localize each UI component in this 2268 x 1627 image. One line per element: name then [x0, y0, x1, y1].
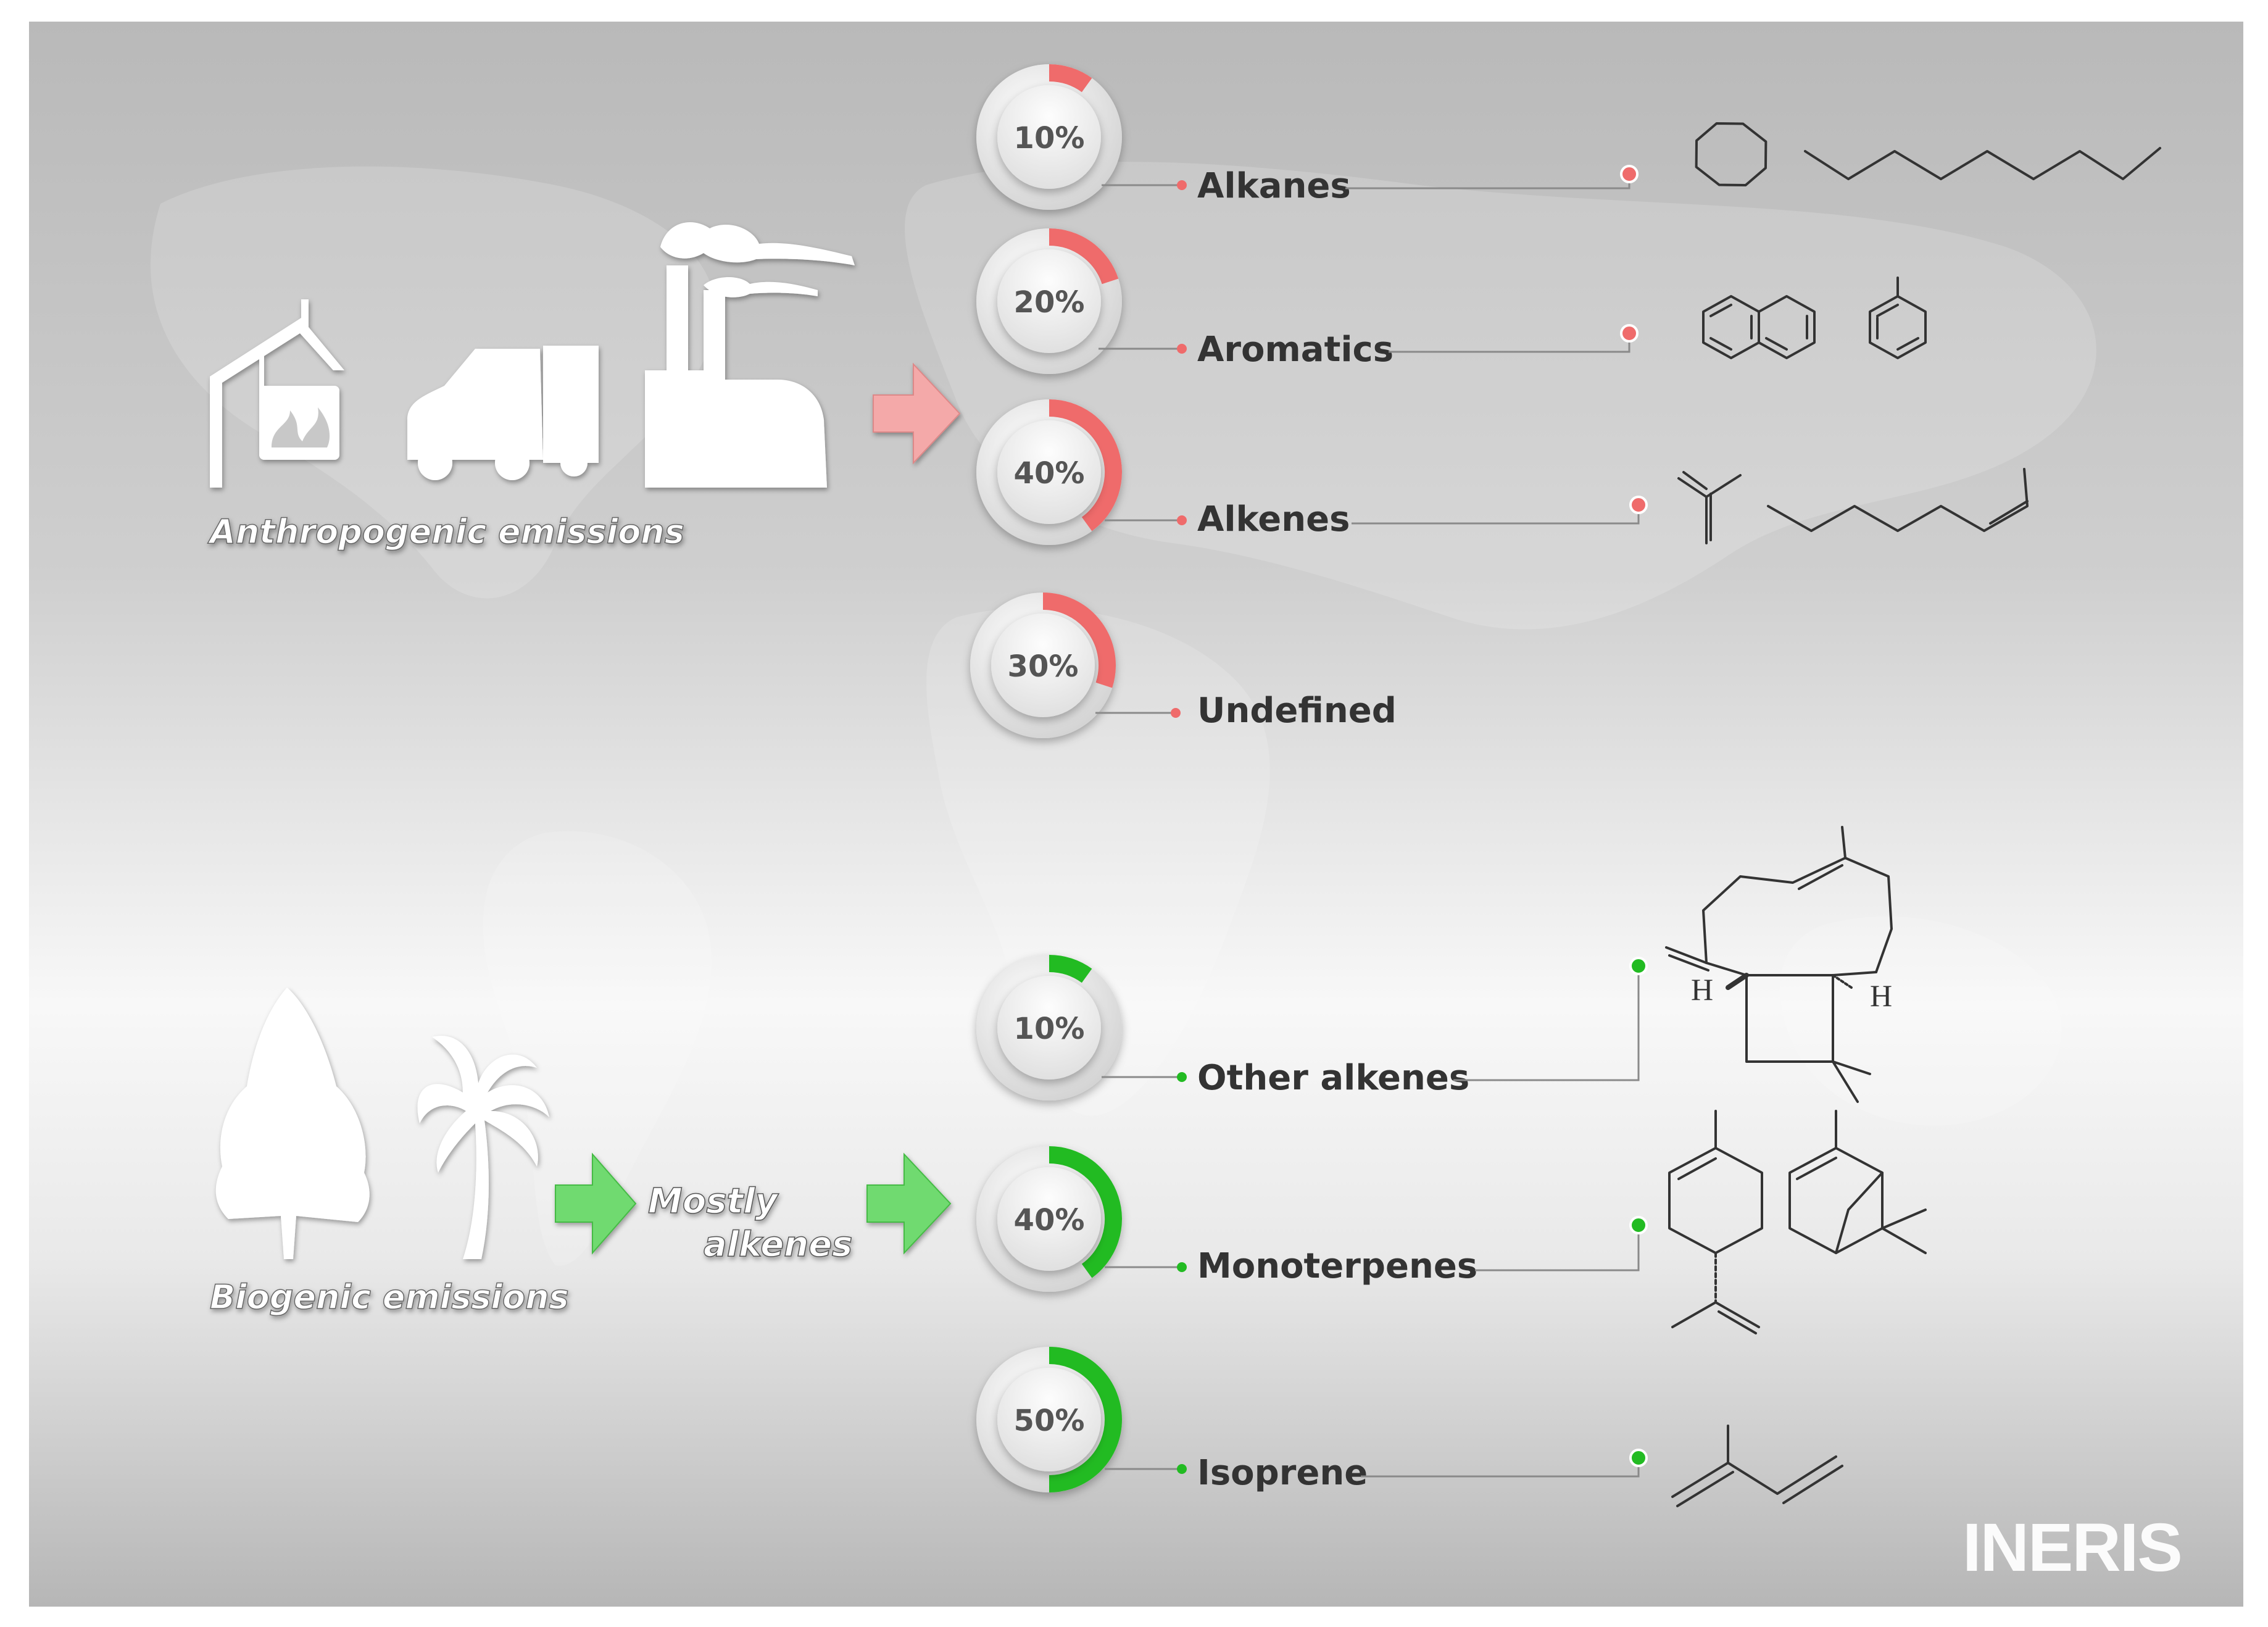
naphthalene-structure [1702, 295, 1816, 359]
connector-dot [1629, 957, 1648, 975]
donut-center [997, 1167, 1101, 1271]
toluene-structure [1869, 277, 1927, 359]
donut-center [997, 249, 1101, 353]
truck-icon [407, 346, 599, 480]
arrow-right-icon [873, 362, 961, 465]
donut-slice-alkanes [1049, 64, 1092, 93]
donut-center [991, 614, 1095, 717]
connector-dot [1177, 515, 1187, 525]
donut-percent-alkanes: 10% [1014, 121, 1085, 156]
donut-percent-alkenes: 40% [1014, 456, 1085, 491]
connector-dot [1177, 344, 1187, 354]
donut-slice-undefined [1042, 593, 1116, 688]
connector-dot [1620, 165, 1639, 183]
donut-center [997, 976, 1101, 1080]
donut-slice-aromatics [1049, 228, 1119, 285]
world-map-background [150, 162, 2096, 1266]
donut-percent-other-alkenes: 10% [1014, 1012, 1085, 1046]
connector-dot [1620, 324, 1639, 343]
arrow-right-icon [555, 1152, 637, 1255]
connector-dot [1629, 1449, 1648, 1467]
ineris-logo: INERIS [1963, 1510, 2182, 1586]
label-undefined: Undefined [1197, 691, 1397, 731]
connector-dot [1177, 1262, 1187, 1272]
donut-monoterpenes: 40% [976, 1146, 1122, 1292]
pinene-structure [1788, 1110, 1927, 1254]
mostly-alkenes-line2: alkenes [704, 1225, 852, 1265]
donut-percent-isoprene: 50% [1014, 1404, 1085, 1438]
donut-other-alkenes: 10% [976, 955, 1122, 1101]
isobutene-structure [1677, 471, 1742, 544]
label-monoterpenes: Monoterpenes [1197, 1246, 1477, 1286]
connector-dot [1177, 1072, 1187, 1082]
donut-slice-monoterpenes [1049, 1146, 1122, 1278]
limonene-structure [1668, 1110, 1763, 1334]
donut-alkenes: 40% [976, 399, 1122, 545]
label-alkenes: Alkenes [1197, 499, 1350, 539]
donut-charts: 10% 20% 40% 30% 10% 40% 50% [970, 64, 1122, 1492]
cyclooctane-structure [1695, 122, 1767, 186]
label-aromatics: Aromatics [1197, 330, 1394, 370]
connector-dot [1629, 1216, 1648, 1234]
tree-icon [215, 988, 370, 1259]
palm-tree-icon [417, 1036, 549, 1259]
arrow-right-icon [866, 1152, 952, 1255]
donut-slice-isoprene [1049, 1347, 1122, 1492]
caryophyllene-structure [1665, 826, 1893, 1103]
label-isoprene: Isoprene [1197, 1453, 1368, 1493]
donut-aromatics: 20% [976, 228, 1122, 374]
donut-slice-other-alkenes [1049, 955, 1092, 983]
donut-undefined: 30% [970, 593, 1116, 738]
donut-percent-aromatics: 20% [1014, 285, 1085, 320]
connector-dot [1177, 1464, 1187, 1474]
connectors [1095, 165, 1648, 1478]
donut-center [997, 420, 1101, 524]
house-fire-icon [210, 299, 344, 488]
donut-percent-monoterpenes: 40% [1014, 1203, 1085, 1238]
fraction-labels: Alkanes Aromatics Alkenes Undefined Othe… [1197, 166, 1477, 1493]
anthropogenic-emissions-label: Anthropogenic emissions [207, 512, 684, 551]
biogenic-emissions-label: Biogenic emissions [210, 1278, 569, 1317]
donut-slice-alkenes [1049, 399, 1122, 531]
octane-structure [1804, 147, 2161, 180]
isoprene-structure [1671, 1425, 1843, 1507]
connector-dot [1177, 180, 1187, 190]
caryophyllene-h-right: H [1870, 978, 1892, 1013]
connector-dot [1629, 496, 1648, 514]
donut-center [997, 85, 1101, 189]
caryophyllene-h-left: H [1691, 972, 1713, 1007]
label-other-alkenes: Other alkenes [1197, 1058, 1469, 1098]
label-alkanes: Alkanes [1197, 166, 1351, 206]
donut-percent-undefined: 30% [1008, 649, 1079, 684]
mostly-alkenes-line1: Mostly [648, 1181, 779, 1221]
octene-structure [1767, 468, 2029, 532]
donut-center [997, 1368, 1101, 1471]
connector-dot [1171, 708, 1181, 718]
factory-icon [645, 222, 855, 488]
donut-isoprene: 50% [976, 1347, 1122, 1492]
donut-alkanes: 10% [976, 64, 1122, 210]
background-panel [29, 22, 2243, 1607]
